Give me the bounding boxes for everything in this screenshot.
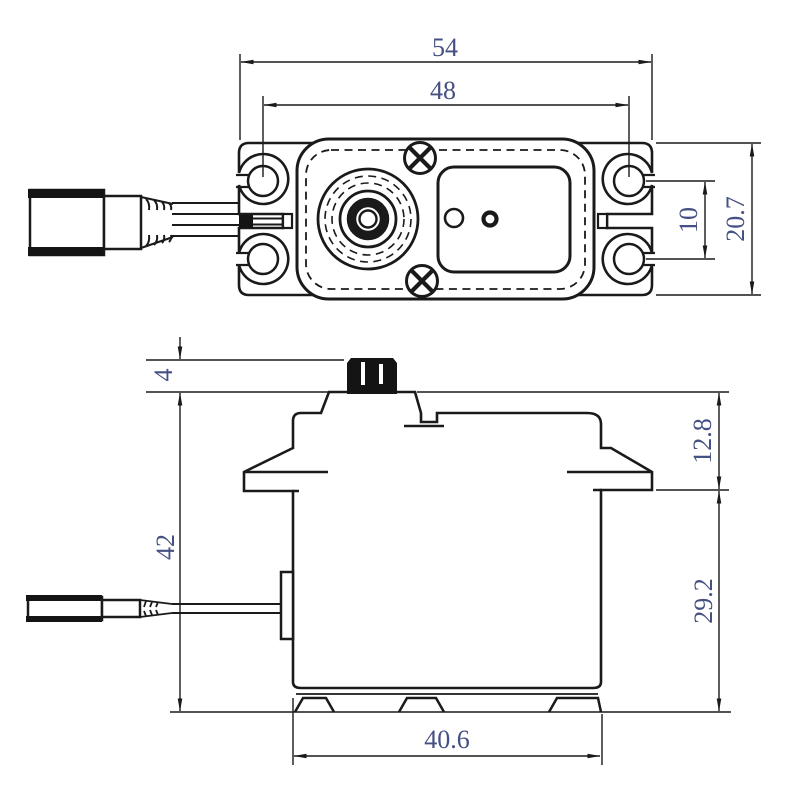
spline-ring	[346, 197, 390, 241]
dimension-flange-to-bottom: 29.2	[689, 490, 722, 712]
spline-tooth-gap	[361, 362, 365, 385]
servo-wire-side-view	[172, 603, 281, 614]
mounting-hole-left-lower	[246, 242, 280, 276]
phillips-cross-icon	[408, 146, 432, 170]
dim-label-42: 42	[151, 534, 180, 560]
dim-label-4: 4	[149, 369, 178, 382]
servo-body-outline	[242, 390, 654, 690]
wire-notch-bar-right	[596, 212, 609, 230]
wire-notch-bar-left	[281, 212, 294, 230]
dimension-spline-height: 4	[146, 337, 729, 393]
connector-plug-side-view	[26, 595, 142, 622]
dimension-flange-to-top: 12.8	[656, 392, 729, 491]
dim-label-20.7: 20.7	[721, 196, 750, 242]
top-view: 54 48 20.7 10	[28, 33, 761, 301]
dimension-case-depth: 20.7	[656, 142, 761, 296]
panel-hole-right	[481, 210, 499, 228]
dim-label-40.6: 40.6	[424, 725, 470, 754]
connector-plug-top-view	[28, 188, 143, 257]
flange-plate-edges	[244, 470, 652, 493]
shaft-collar-circle	[338, 189, 398, 249]
dimension-height-to-spline-base: 42	[151, 392, 183, 712]
case-screw-top	[403, 141, 437, 175]
case-screw-bottom	[405, 264, 439, 298]
side-view: 4 42 12.8 29.2 40.6	[26, 337, 731, 765]
phillips-cross-icon	[410, 269, 434, 293]
shaft-boss-circle	[316, 167, 420, 271]
dim-label-29.2: 29.2	[689, 578, 718, 624]
output-spline-side	[347, 358, 397, 394]
panel-hole-left	[443, 207, 465, 229]
dimension-body-length: 40.6	[292, 698, 603, 765]
dimension-mounting-hole-span: 48	[262, 76, 630, 177]
wire-bundle-in-notch	[239, 215, 253, 228]
servo-wires-top-view	[172, 202, 283, 237]
dimension-mounting-hole-pitch: 10	[646, 180, 715, 260]
gear-hidden-circle-inner	[331, 182, 405, 256]
mounting-hole-slots	[236, 173, 655, 267]
case-hidden-edge-dashed	[305, 149, 586, 290]
gear-hidden-circle-outer	[324, 175, 412, 263]
case-feet	[293, 696, 603, 713]
wire-exit-boss	[279, 570, 295, 641]
spline-tooth-gap	[379, 364, 383, 384]
wire-boot-side-view	[139, 599, 173, 618]
dim-label-10: 10	[674, 207, 703, 233]
dimension-overall-width: 54	[239, 33, 653, 140]
dim-label-12.8: 12.8	[688, 418, 717, 464]
mounting-hole-right-lower	[612, 242, 646, 276]
dim-label-48: 48	[430, 76, 456, 105]
output-shaft	[316, 167, 420, 271]
shaft-center-hole	[358, 209, 378, 229]
dim-label-54: 54	[432, 33, 458, 62]
wire-boot-top-view	[140, 196, 174, 249]
label-panel	[436, 165, 572, 274]
